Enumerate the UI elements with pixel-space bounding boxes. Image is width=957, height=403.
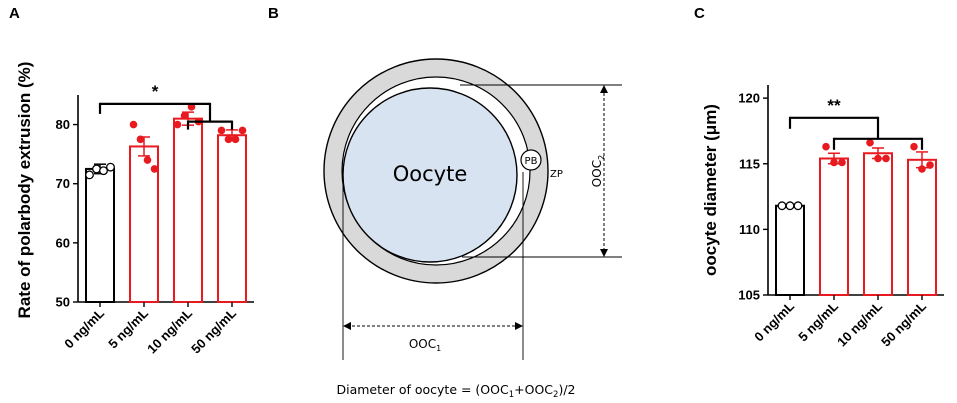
c-data-point (793, 201, 803, 211)
c-x-tick-label: 10 ng/mL (834, 298, 885, 349)
c-data-point (882, 154, 890, 163)
c-y-tick-label: 105 (738, 288, 760, 303)
svg-text:OOC2: OOC2 (590, 155, 606, 187)
a-data-point (217, 126, 226, 135)
formula-suffix: )/2 (558, 382, 575, 397)
c-bar (775, 204, 805, 296)
c-data-point (785, 201, 795, 211)
c-bar (907, 158, 937, 296)
c-data-point (926, 161, 934, 169)
panel-c-letter: C (694, 5, 705, 22)
polar-body (520, 149, 542, 171)
diameter-formula: Diameter of oocyte = (OOC1+OOC2)/2 (337, 382, 576, 400)
c-data-point (866, 138, 874, 147)
oocyte-label: Oocyte (393, 162, 468, 186)
a-significance-label: * (152, 82, 159, 101)
panel-c: C oocyte diameter (μm) 105 110 115 120 0 ng/… (694, 5, 944, 349)
formula-sub2: 2 (553, 390, 558, 400)
a-x-tick-label: 0 ng/mL (61, 305, 107, 351)
a-data-point (231, 135, 240, 144)
a-data-point (224, 135, 233, 144)
ooc1-arrow-left (343, 322, 351, 330)
a-y-tick-label: 70 (56, 176, 70, 191)
c-significance-label: ** (827, 96, 841, 115)
panel-a-letter: A (9, 5, 20, 22)
formula-prefix: Diameter of oocyte = (OOC (337, 382, 509, 397)
c-data-point (838, 158, 846, 167)
c-y-tick-label: 110 (739, 222, 760, 237)
panel-a-y-axis-label: Rate of polarbody extrusion (%) (15, 62, 34, 319)
c-data-point (830, 158, 838, 167)
c-x-tick-label: 0 ng/mL (751, 298, 797, 344)
a-data-point (136, 135, 145, 144)
formula-mid: +OOC (514, 382, 553, 397)
a-data-point (238, 126, 247, 135)
c-data-point (918, 165, 926, 173)
c-data-point (910, 142, 918, 151)
c-y-tick-label: 115 (739, 156, 760, 171)
a-bar (217, 134, 247, 303)
a-data-point (150, 165, 159, 173)
zona-pellucida-label: ZP (550, 169, 563, 180)
a-data-point (106, 162, 115, 172)
panel-a: A Rate of polarbody extrusion (%) 50 60 70… (9, 5, 254, 356)
a-y-tick-label: 80 (56, 117, 70, 132)
a-x-tick-label: 10 ng/mL (144, 305, 195, 356)
formula-sub1: 1 (509, 390, 514, 400)
panel-b: B Oocyte PB ZP OOC2 OOC1 (268, 5, 622, 400)
a-data-point (180, 111, 189, 120)
a-data-point (85, 170, 94, 180)
ooc2-label: OOC2 (590, 155, 606, 187)
a-bar (85, 167, 115, 303)
ooc1-label-sub: 1 (436, 344, 441, 353)
ooc1-label: OOC1 (409, 337, 441, 353)
c-data-point (777, 201, 787, 211)
ooc2-arrow-top (600, 85, 608, 93)
panel-c-y-axis-label: oocyte diameter (μm) (701, 104, 720, 276)
a-data-point (173, 120, 182, 129)
a-bar (173, 117, 203, 303)
a-y-tick-label: 60 (56, 235, 70, 250)
ooc1-arrow-right (515, 322, 523, 330)
a-data-point (129, 120, 138, 129)
a-y-tick-label: 50 (56, 295, 70, 310)
ooc1-label-main: OOC (409, 337, 436, 351)
c-data-point (822, 142, 830, 151)
c-y-tick-label: 120 (738, 91, 760, 106)
a-data-point (143, 156, 152, 164)
c-bar (819, 157, 849, 296)
a-x-tick-label: 50 ng/mL (188, 305, 239, 356)
ooc2-label-main: OOC (590, 160, 604, 187)
ooc2-arrow-bottom (600, 249, 608, 257)
c-data-point (874, 154, 882, 163)
ooc2-label-sub: 2 (597, 155, 606, 160)
c-bar (863, 152, 893, 296)
panel-b-letter: B (268, 5, 279, 22)
c-x-tick-label: 50 ng/mL (878, 298, 929, 349)
oocyte-cell (342, 87, 518, 263)
a-data-point (99, 166, 108, 176)
polar-body-label: PB (525, 156, 538, 167)
